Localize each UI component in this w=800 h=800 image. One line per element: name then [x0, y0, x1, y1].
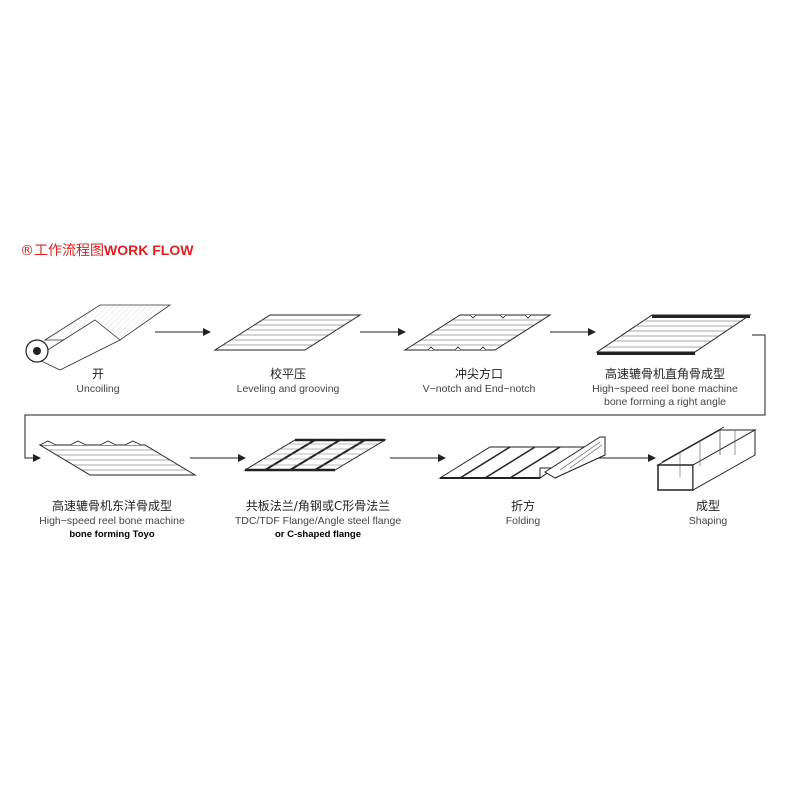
step-label-en: TDC/TDF Flange/Angle steel flange — [234, 515, 402, 527]
step-label-en: Uncoiling — [76, 383, 120, 395]
step-label-zh: 共板法兰/角钢或C形骨法兰 — [245, 499, 391, 513]
title-zh: 工作流程图 — [34, 243, 104, 259]
title-en: WORK FLOW — [104, 242, 194, 258]
leveled-plate-illustration — [213, 314, 362, 351]
step-label-zh: 高速辘骨机东洋骨成型 — [51, 499, 172, 513]
step-label-zh: 成型 — [695, 499, 721, 513]
registered-mark: ® — [20, 243, 34, 259]
workflow-title: ®工作流程图WORK FLOW — [20, 240, 193, 260]
step-label-zh: 折方 — [510, 499, 536, 513]
step-label-en: Leveling and grooving — [236, 383, 340, 395]
step-caption-uncoiling: 开 Uncoiling — [76, 368, 119, 396]
step-label-en: High−speed reel bone machine — [39, 515, 185, 527]
folding-illustration — [438, 436, 606, 479]
connector-arrow — [24, 334, 766, 462]
right-angle-bone-illustration — [595, 314, 752, 355]
step-label-en: Shaping — [688, 515, 728, 527]
step-caption-shaping: 成型 Shaping — [689, 500, 728, 528]
toyo-bone-illustration — [38, 440, 197, 476]
step-caption-right-angle: 高速辘骨机直角骨成型 High−speed reel bone machine … — [592, 368, 738, 409]
step-label-zh: 高速辘骨机直角骨成型 — [604, 367, 725, 381]
step-caption-leveling: 校平压 Leveling and grooving — [237, 368, 340, 396]
step-caption-toyo: 高速辘骨机东洋骨成型 High−speed reel bone machine … — [39, 500, 185, 541]
step-label-en: Folding — [505, 515, 541, 527]
coil-illustration — [25, 304, 172, 371]
flanged-plate-illustration — [243, 438, 387, 472]
step-label-en: V−notch and End−notch — [422, 383, 536, 395]
step-label-en-bold: bone forming Toyo — [69, 529, 155, 540]
notched-plate-illustration — [403, 314, 552, 351]
step-caption-folding: 折方 Folding — [506, 500, 540, 528]
step-caption-flange: 共板法兰/角钢或C形骨法兰 TDC/TDF Flange/Angle steel… — [235, 500, 401, 541]
step-label-en-2: bone forming a right angle — [604, 396, 726, 408]
duct-illustration — [656, 426, 757, 491]
step-caption-notch: 冲尖方口 V−notch and End−notch — [423, 368, 536, 396]
step-label-en-bold: or C-shaped flange — [274, 529, 362, 540]
step-label-zh: 冲尖方口 — [454, 367, 503, 381]
step-label-zh: 校平压 — [269, 367, 306, 381]
step-label-en: High−speed reel bone machine — [592, 383, 738, 395]
step-label-zh: 开 — [91, 367, 105, 381]
